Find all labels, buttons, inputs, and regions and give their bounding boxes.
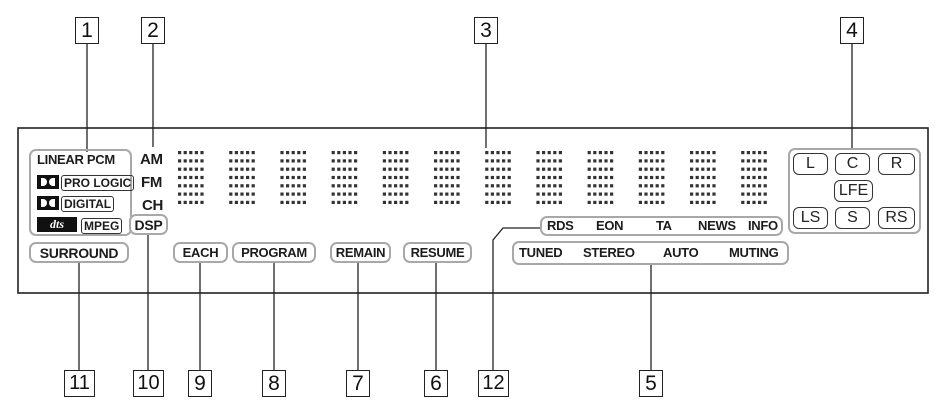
remain-indicator: REMAIN xyxy=(330,242,391,263)
callout-12: 12 xyxy=(478,370,509,397)
dsp-indicator: DSP xyxy=(129,214,168,235)
dot-matrix-character xyxy=(485,151,511,204)
channel-s-indicator: S xyxy=(835,207,870,229)
program-indicator: PROGRAM xyxy=(232,242,316,263)
channel-rs-indicator: RS xyxy=(878,207,915,229)
callout-2: 2 xyxy=(141,17,165,44)
stereo-indicator: STEREO xyxy=(583,245,635,260)
callout-5: 5 xyxy=(639,370,663,397)
channel-l-indicator: L xyxy=(793,153,828,175)
status-indicator-group xyxy=(512,241,789,265)
resume-indicator: RESUME xyxy=(403,242,472,263)
digital-indicator: DIGITAL xyxy=(61,196,115,212)
callout-4: 4 xyxy=(840,17,864,44)
linear-pcm-indicator: LINEAR PCM xyxy=(37,152,115,167)
callout-9: 9 xyxy=(188,370,212,397)
muting-indicator: MUTING xyxy=(729,245,779,260)
dot-matrix-character xyxy=(178,151,204,204)
dot-matrix-character xyxy=(536,151,562,204)
am-indicator: AM xyxy=(140,151,163,168)
fm-indicator: FM xyxy=(141,174,163,191)
dot-matrix-character xyxy=(280,151,306,204)
dot-matrix-character xyxy=(638,151,665,204)
ch-indicator: CH xyxy=(142,197,164,214)
tuned-indicator: TUNED xyxy=(519,245,563,260)
format-indicator-group xyxy=(29,149,132,236)
dts-logo: dts xyxy=(37,217,77,232)
channel-ls-indicator: LS xyxy=(793,207,828,229)
news-indicator: NEWS xyxy=(698,218,736,233)
each-indicator: EACH xyxy=(173,242,228,263)
display-frame xyxy=(17,127,929,294)
pro-logic-indicator: PRO LOGIC xyxy=(61,175,135,191)
dolby-logo-icon xyxy=(37,175,59,189)
callout-7: 7 xyxy=(346,370,370,397)
dot-matrix-display xyxy=(178,151,767,204)
ta-indicator: TA xyxy=(656,218,672,233)
dot-matrix-character xyxy=(741,151,767,204)
auto-indicator: AUTO xyxy=(663,245,699,260)
mpeg-indicator: MPEG xyxy=(81,218,123,234)
rds-indicator: RDS xyxy=(547,218,574,233)
callout-6: 6 xyxy=(424,370,448,397)
info-indicator: INFO xyxy=(748,218,778,233)
callout-11: 11 xyxy=(64,370,95,397)
dot-matrix-character xyxy=(382,151,409,204)
rds-indicator-group xyxy=(540,216,783,236)
channel-indicator-group xyxy=(788,148,921,234)
dot-matrix-character xyxy=(434,151,460,204)
callout-8: 8 xyxy=(262,370,286,397)
dolby-digital-logo-icon xyxy=(37,196,59,210)
channel-lfe-indicator: LFE xyxy=(834,180,873,202)
eon-indicator: EON xyxy=(596,218,624,233)
dot-matrix-character xyxy=(690,151,716,204)
surround-indicator: SURROUND xyxy=(29,242,129,263)
dot-matrix-character xyxy=(229,151,255,204)
callout-1: 1 xyxy=(75,17,99,44)
callout-10: 10 xyxy=(133,370,164,397)
channel-c-indicator: C xyxy=(835,153,870,175)
callout-3: 3 xyxy=(474,17,498,44)
channel-r-indicator: R xyxy=(878,153,915,175)
leader-line-12 xyxy=(492,227,540,370)
dot-matrix-character xyxy=(331,151,358,204)
dot-matrix-character xyxy=(587,151,614,204)
